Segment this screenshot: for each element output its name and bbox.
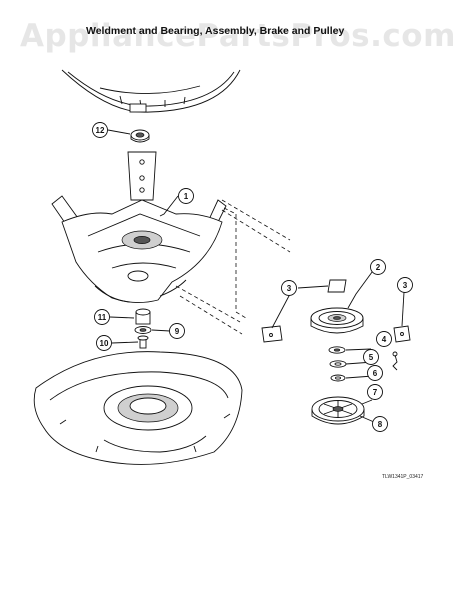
part-11-bushing [135,308,151,325]
part-3-brake-pad-top [327,279,347,293]
callout-4: 4 [376,331,392,347]
tub-bottom-illustration [61,69,241,113]
svg-text:11: 11 [98,313,107,322]
svg-text:2: 2 [376,263,381,272]
svg-text:9: 9 [175,327,180,336]
callout-11: 11 [94,309,110,325]
callout-12: 12 [92,122,108,138]
svg-text:8: 8 [378,420,383,429]
callout-9: 9 [169,323,185,339]
svg-text:1: 1 [184,192,189,201]
callout-3-right: 3 [397,277,413,293]
part-8-drive-pulley [311,396,365,425]
part-10-bolt [137,335,149,349]
watermark: AppliancePartsPros.com [20,18,456,54]
part-3-brake-pad-right [393,325,411,343]
svg-text:3: 3 [403,281,408,290]
callout-3-left: 3 [281,280,297,296]
part-2-brake-pulley [310,307,364,334]
svg-text:10: 10 [100,339,109,348]
exploded-view-outline [175,199,291,335]
callout-1: 1 [178,188,194,204]
part-5-washer [328,346,346,354]
svg-text:4: 4 [382,335,387,344]
part-12-seal [130,129,150,143]
base-plate-illustration [33,351,243,465]
callout-7: 7 [367,384,383,400]
part-4-spring [392,351,398,371]
part-3-brake-pad-left [261,325,283,343]
callout-6: 6 [367,365,383,381]
svg-text:5: 5 [369,353,374,362]
callout-2: 2 [370,259,386,275]
part-9-washer [134,326,152,334]
diagram-title: Weldment and Bearing, Assembly, Brake an… [86,25,344,37]
drawing-code: TLW1341P_03417 [382,474,424,480]
svg-text:6: 6 [373,369,378,378]
part-6-washer [329,360,347,368]
part-7-clip [330,374,346,382]
callout-8: 8 [372,416,388,432]
callout-5: 5 [363,349,379,365]
callout-10: 10 [96,335,112,351]
svg-text:3: 3 [287,284,292,293]
svg-text:7: 7 [373,388,378,397]
svg-text:12: 12 [96,126,105,135]
part-1-weldment-bearing [51,151,227,303]
